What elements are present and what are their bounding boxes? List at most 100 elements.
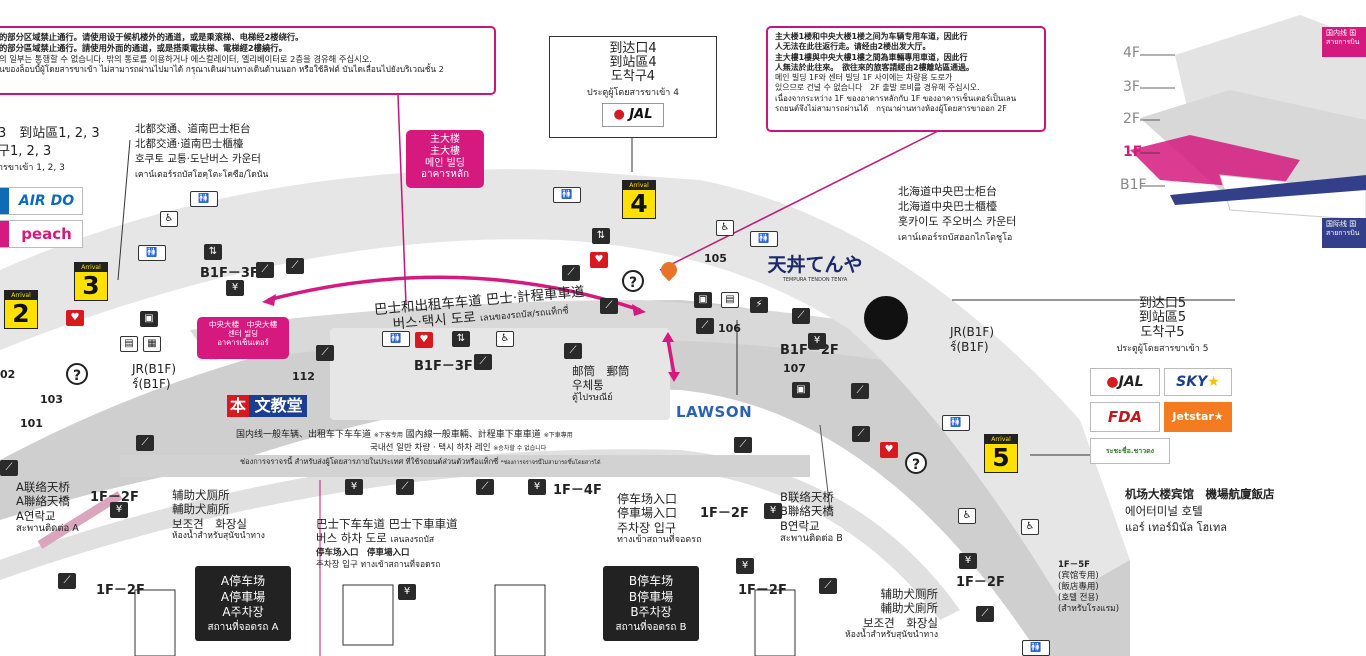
shop-number: 02 [0, 368, 16, 381]
exit4-line: 到站區4 [609, 55, 657, 70]
floor-guide-4f: 4F [1123, 45, 1140, 61]
ev-charger-icon: ⚡ [750, 297, 768, 313]
atm-icon: ¥ [736, 558, 754, 574]
elevator-icon: ⇅ [204, 244, 222, 260]
bus-drop-label: 巴士下车车道 巴士下車車道 버스 하차 도로 เลนลงรถบัส [316, 517, 458, 545]
notice-line: 主大楼1楼和中央大楼1楼之间为车辆专用车道，因此行 [775, 32, 968, 41]
information-icon: ? [66, 363, 88, 385]
notice-line: 의 일부는 통행할 수 없습니다. 밖의 통로를 이용하거나 에스컬레이터, 엘… [0, 53, 373, 64]
bus-counter-right-line: 홋카이도 주오버스 카운터 [898, 215, 1017, 228]
aed-icon: ♥ [66, 310, 84, 326]
escalator-icon: ⟋ [819, 578, 837, 594]
atm-icon: ¥ [808, 333, 826, 349]
bridge-a-arrow [37, 491, 123, 549]
road-outer-band [0, 300, 1130, 656]
assistance-dog-restroom-right: 辅助犬厕所 輔助犬廁所 보조견 화장실 ห้องน้ำสำหรับสุนัขนำ… [845, 587, 938, 641]
bus-counter-left-line: 北都交通、道南巴士柜台 [135, 123, 251, 135]
bus-counter-left-line: 호쿠토 교통·도난버스 카운터 [135, 153, 261, 165]
atm-icon: ¥ [764, 503, 782, 519]
jal-crane-icon: ● [1106, 374, 1119, 390]
notice-line: 的部分區域禁止通行。請使用外面的通道，或是搭乘電扶梯、電梯經2樓繞行。 [0, 42, 287, 53]
domestic-line-tag: 国内线 国 สายการบิน [1322, 27, 1366, 57]
escalator-icon: ⟋ [851, 383, 869, 399]
leader-line [117, 139, 131, 281]
floor-guide-3f: 3F [1123, 79, 1140, 95]
atm-icon: ¥ [110, 502, 128, 518]
corridor-arrow-head-right [632, 304, 646, 316]
arrival-gate-4: Arrival Gate 4 [622, 180, 656, 219]
escalator-icon: ⟋ [256, 262, 274, 278]
corridor-vertical-head [662, 332, 674, 342]
bus-icon: ▣ [694, 292, 712, 308]
bookstore-logo: 本 文教堂 [227, 395, 307, 417]
center-building-label: 中央大楼 中央大樓 센터 빌딩 อาคารเซ็นเตอร์ [197, 317, 289, 359]
shop-number: 105 [704, 252, 727, 265]
floor-guide-1f: 1F [1123, 144, 1143, 160]
escalator-icon: ⟋ [0, 460, 18, 476]
parking-entrance-small: 停车场入口 停車場入口 주차장 입구 ทางเข้าสถานที่จอดรถ [316, 548, 441, 570]
escalator-icon: ⟋ [476, 479, 494, 495]
bus-icon: ▣ [140, 311, 158, 327]
leader-line [397, 94, 407, 306]
parking-b: B停车场 B停車場 B주차장 สถานที่จอดรถ B [603, 566, 699, 641]
escalator-icon: ⟋ [600, 298, 618, 314]
road-inner-arc [0, 449, 960, 620]
restaurant-logo-circle [864, 296, 908, 340]
star-icon: ★ [1207, 374, 1220, 390]
jr-left-label: JR(B1F) ร์(B1F) [132, 362, 177, 391]
terminal-floor-band [0, 169, 1130, 600]
exit5-box: 到达口5 到站區5 도착구5 ประตูผู้โดยสารขาเข้า 5 [1090, 296, 1235, 475]
building-outline [134, 589, 176, 656]
information-icon: ? [622, 270, 644, 292]
hotel-floors: 1F－5F (宾馆专用) (飯店專用) (호텔 전용) (สำหรับโรงแร… [1058, 560, 1120, 615]
floor-label: B1F－3F [200, 266, 259, 281]
escalator-icon: ⟋ [696, 318, 714, 334]
exit5-line: ประตูผู้โดยสารขาเข้า 5 [1116, 343, 1209, 354]
building-outline [494, 584, 546, 656]
escalator-icon: ⟋ [562, 265, 580, 281]
floor-label: 1F－4F [553, 483, 602, 498]
notice-topright: 主大楼1楼和中央大楼1楼之间为车辆专用车道，因此行 人无法在此往返行走。请经由2… [766, 26, 1046, 132]
floor-label: B1F－3F [414, 359, 473, 374]
exit123-line: ารขาเข้า 1, 2, 3 [0, 163, 65, 173]
notice-line: 的部分区域禁止通行。请使用设于候机楼外的通道，或是乘滚梯、电梯经2楼绕行。 [0, 32, 304, 42]
exit5-line: 到站區5 [1138, 310, 1187, 325]
bus-counter-left-line: 北都交通·道南巴士櫃檯 [135, 138, 244, 150]
restroom-icon: 🚻 [553, 187, 581, 203]
building-outline [754, 589, 796, 656]
notice-line: 主大樓1樓與中央大樓1樓之間為車輛專用車道，因此行 [775, 52, 968, 62]
atm-icon: ¥ [959, 553, 977, 569]
wheelchair-icon: ♿ [716, 220, 734, 236]
aed-icon: ♥ [880, 442, 898, 458]
bridge-a-label: A联络天桥 A聯絡天橋 A연락교 สะพานติดต่อ A [16, 480, 79, 535]
hotel-line: 机场大楼宾馆 機場航廈飯店 [1125, 487, 1275, 501]
exit4-line: 도착구4 [610, 69, 656, 85]
skymark-logo: SKY★ [1164, 368, 1232, 396]
escalator-icon: ⟋ [58, 573, 76, 589]
escalator-icon: ⟋ [136, 435, 154, 451]
bus-icon: ▣ [792, 382, 810, 398]
aed-icon: ♥ [415, 332, 433, 348]
escalator-icon: ⟋ [564, 343, 582, 359]
bus-counter-right-line: เคาน์เตอร์รถบัสฮอกไกโดชูโอ [898, 233, 1013, 243]
escalator-icon: ⟋ [852, 426, 870, 442]
shop-number: 112 [292, 370, 315, 383]
locker-icon: ▤ [120, 336, 138, 352]
escalator-icon: ⟋ [396, 479, 414, 495]
information-icon: ? [905, 452, 927, 474]
aed-icon: ♥ [590, 252, 608, 268]
shop-number: 103 [40, 393, 63, 406]
elevator-icon: ⇅ [592, 228, 610, 244]
floor-label: 1F－2F [90, 490, 139, 505]
main-building-label: 主大楼 主大樓 메인 빌딩 อาคารหลัก [406, 130, 484, 188]
notice-line: 人无法在此往返行走。请经由2楼出发大厅。 [775, 42, 931, 52]
peach-logo: peach [0, 220, 83, 248]
jr-right-label: JR(B1F) ร์(B1F) [950, 325, 995, 354]
restroom-icon: 🚻 [750, 231, 778, 247]
elevator-icon: ⇅ [452, 331, 470, 347]
leader-line [819, 424, 831, 511]
notice-line: รถยนต์จึงไม่สามารถผ่านได้ กรุณาผ่านทางห้… [775, 103, 1007, 113]
center-building [330, 328, 670, 420]
fda-logo: FDA [1090, 402, 1160, 432]
corridor-vertical-tail [668, 372, 680, 382]
